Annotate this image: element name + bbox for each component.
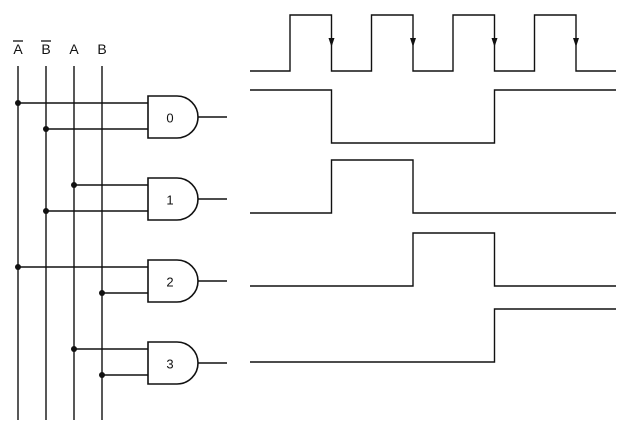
junction-dot <box>15 100 21 106</box>
output-waveform-1 <box>250 159 616 214</box>
gate-label-2: 2 <box>166 275 173 290</box>
clock-signal <box>250 14 616 72</box>
and-gate-0 <box>147 95 199 139</box>
junction-dot <box>99 290 105 296</box>
junction-dot <box>71 182 77 188</box>
junction-dot <box>43 126 49 132</box>
output-waveforms <box>250 89 616 363</box>
gate-label-0: 0 <box>166 111 173 126</box>
junction-dot <box>15 264 21 270</box>
gate-input-wires <box>15 100 148 378</box>
gate-label-3: 3 <box>166 357 173 372</box>
and-gate-2 <box>147 259 199 303</box>
falling-edge-arrow <box>328 38 335 47</box>
falling-edge-arrow <box>573 38 579 47</box>
gate-label-1: 1 <box>166 193 173 208</box>
input-label-not-a: A <box>13 41 23 57</box>
output-waveform-3 <box>250 308 616 363</box>
input-label-not-b: B <box>41 41 50 57</box>
and-gate-3 <box>147 341 199 385</box>
falling-edge-arrow <box>491 38 498 47</box>
and-gate-1 <box>147 177 199 221</box>
output-waveform-2 <box>250 232 616 287</box>
output-waveform-0 <box>250 89 616 144</box>
input-label-b: B <box>97 41 106 57</box>
input-label-a: A <box>69 41 79 57</box>
junction-dot <box>43 208 49 214</box>
and-gates: 0 1 2 3 <box>147 95 227 385</box>
junction-dot <box>71 346 77 352</box>
falling-edge-arrow <box>410 38 416 47</box>
junction-dot <box>99 372 105 378</box>
clock-waveform <box>250 14 616 72</box>
